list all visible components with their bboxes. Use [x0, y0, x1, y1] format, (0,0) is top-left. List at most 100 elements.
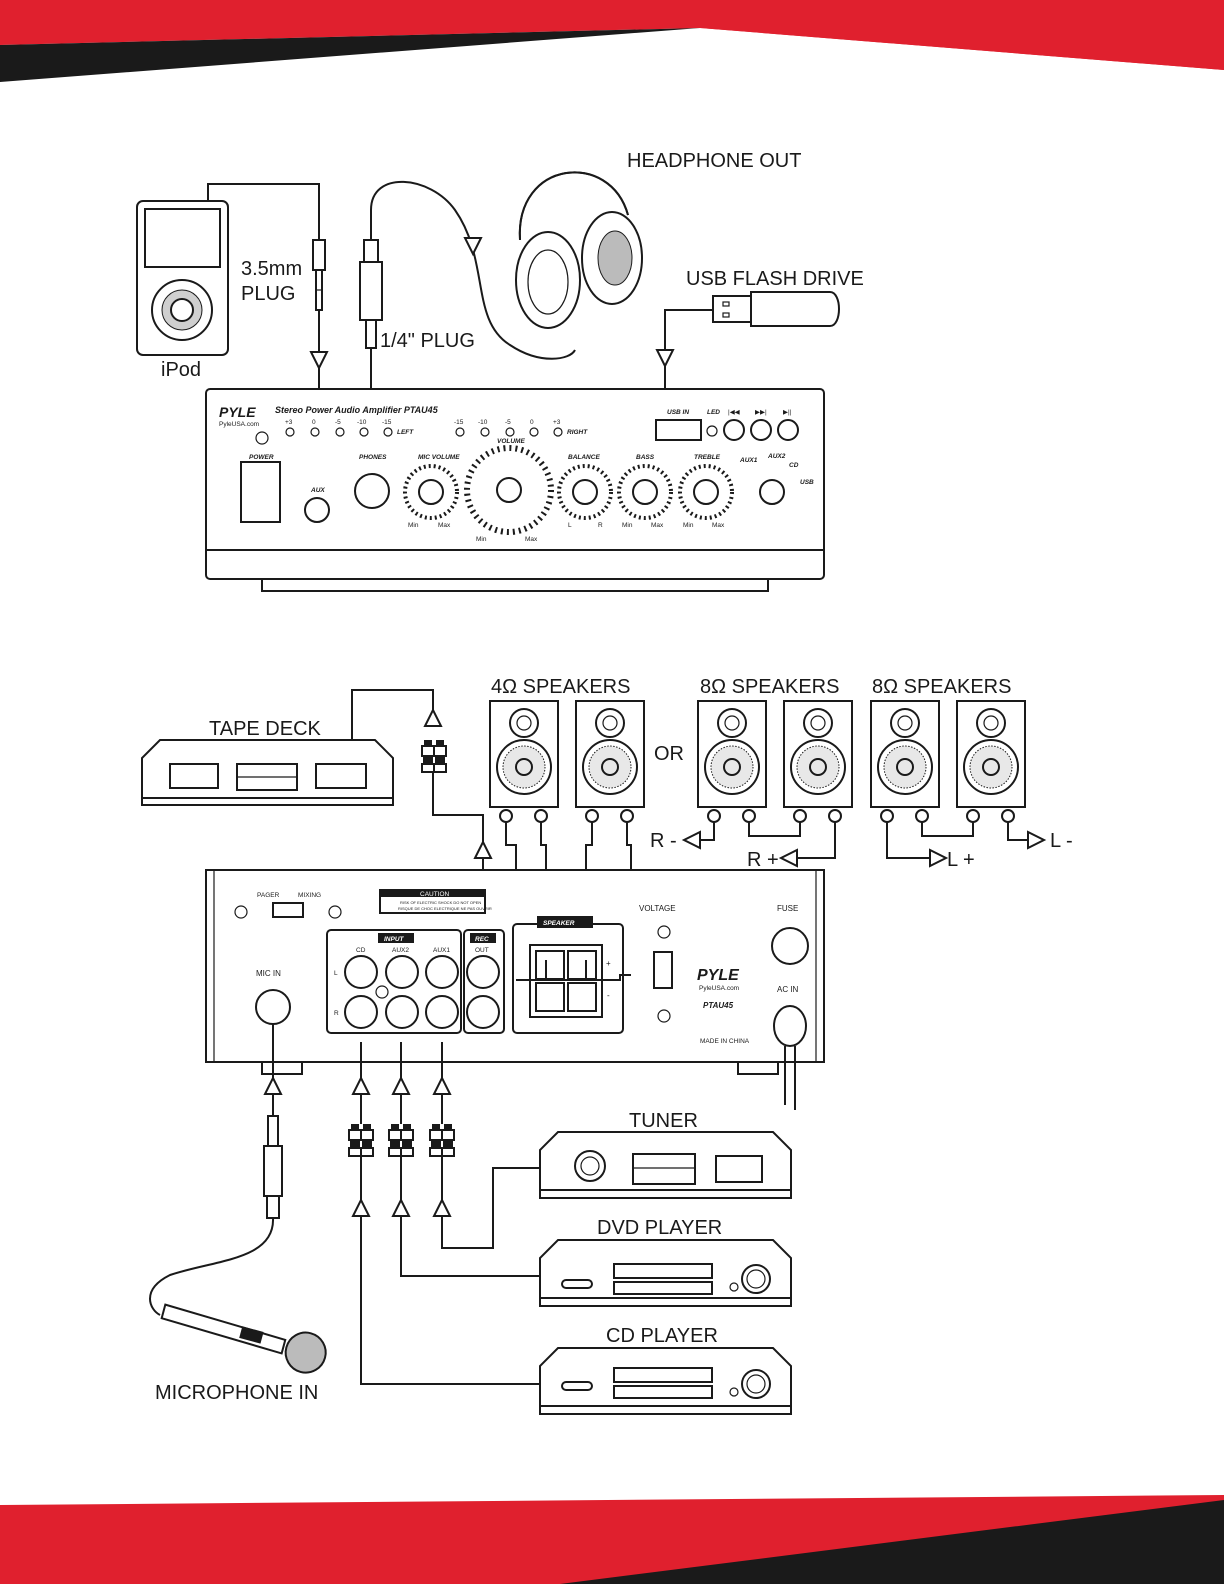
power-switch [240, 461, 281, 523]
front-aux: AUX [310, 487, 325, 494]
right-scale-2: -5 [505, 419, 511, 426]
left-scale-1: 0 [312, 419, 316, 426]
mic-plug [263, 1115, 283, 1219]
aux2-r-jack [385, 995, 419, 1029]
label-l-minus: L - [1050, 830, 1073, 852]
front-cd: CD [789, 462, 799, 469]
speaker-8ohm-1 [697, 700, 767, 808]
bass-min: Min [622, 522, 633, 529]
rear-mic-in: MIC IN [256, 969, 281, 978]
right-scale-4: +3 [553, 419, 561, 426]
speaker-8ohm-2 [783, 700, 853, 808]
label-usb-flash-drive: USB FLASH DRIVE [686, 268, 864, 290]
left-scale-2: -5 [335, 419, 341, 426]
rear-ac-in: AC IN [777, 985, 799, 994]
left-scale-0: +3 [285, 419, 293, 426]
label-tuner: TUNER [629, 1110, 698, 1132]
rear-voltage: VOLTAGE [639, 904, 676, 913]
front-usb-in: USB IN [667, 409, 689, 416]
left-scale-4: -15 [382, 419, 392, 426]
usb-flash-drive [712, 291, 840, 327]
headphones [515, 171, 643, 329]
pager-mixing-switch [272, 902, 304, 918]
label-ipod: iPod [161, 359, 201, 381]
front-phones: PHONES [359, 454, 387, 461]
right-level-meter: -15 -10 -5 0 +3 RIGHT [454, 419, 588, 437]
label-speakers-4ohm: 4Ω SPEAKERS [491, 676, 630, 698]
front-led: LED [707, 409, 720, 416]
front-brand: PYLE [219, 404, 256, 420]
arrow-tape-out [473, 839, 493, 859]
speaker-8ohm-4 [956, 700, 1026, 808]
arrow-tape-in [423, 707, 443, 727]
rear-caution: CAUTION [420, 891, 450, 898]
front-power: POWER [249, 454, 274, 461]
cd-player [539, 1347, 792, 1415]
prev-button [723, 419, 745, 441]
bal-r: R [598, 522, 603, 529]
front-usb: USB [800, 479, 814, 486]
rear-model: PTAU45 [703, 1001, 734, 1010]
rear-speaker: SPEAKER [543, 920, 575, 927]
next-button [750, 419, 772, 441]
label-quarter-plug: 1/4" PLUG [380, 330, 475, 352]
aux2-l-jack [385, 955, 419, 989]
front-bass: BASS [636, 454, 655, 461]
dvd-player [539, 1239, 792, 1307]
ipod-device [136, 200, 229, 356]
svg-text:▶▶|: ▶▶| [755, 409, 767, 416]
right-scale-3: 0 [530, 419, 534, 426]
front-mic-volume: MIC VOLUME [418, 454, 460, 461]
front-right: RIGHT [567, 429, 588, 436]
label-cd-player: CD PLAYER [606, 1325, 718, 1347]
label-dvd-player: DVD PLAYER [597, 1217, 722, 1239]
play-pause-button [777, 419, 799, 441]
left-level-meter: +3 0 -5 -10 -15 LEFT [285, 419, 414, 437]
rear-out: OUT [475, 947, 489, 954]
bottom-banner [0, 1495, 1224, 1584]
vol-max: Max [525, 536, 538, 543]
input-block [326, 929, 462, 1034]
phones-jack [354, 473, 390, 509]
speaker-terminals [499, 809, 1015, 823]
label-r-minus: R - [650, 830, 677, 852]
rec-out-r-jack [466, 995, 500, 1029]
aux1-r-jack [425, 995, 459, 1029]
rear-pager: PAGER [257, 892, 280, 899]
rear-minus: - [607, 991, 610, 1000]
treble-min: Min [683, 522, 694, 529]
fuse-holder [771, 927, 809, 965]
headphone-cable [370, 180, 576, 360]
label-or: OR [654, 743, 684, 765]
rear-caution-2: RISQUE DE CHOC ELECTRIQUE NE PAS OUVRIR [398, 906, 492, 911]
label-speakers-8ohm-a: 8Ω SPEAKERS [700, 676, 839, 698]
treble-max: Max [712, 522, 725, 529]
front-treble: TREBLE [694, 454, 721, 461]
front-site: PyleUSA.com [219, 421, 259, 428]
tape-deck [141, 739, 394, 806]
rear-plus: + [606, 959, 611, 968]
vol-min: Min [476, 536, 487, 543]
rec-block [463, 929, 505, 1034]
bass-knob [632, 479, 658, 505]
rec-out-l-jack [466, 955, 500, 989]
cd-l-jack [344, 955, 378, 989]
balance-knob [572, 479, 598, 505]
rear-aux1: AUX1 [433, 947, 450, 954]
mic-cable [149, 1217, 275, 1316]
rear-cd: CD [356, 947, 366, 954]
voltage-switch [653, 951, 673, 989]
arrow-aux [309, 351, 329, 371]
treble-knob [693, 479, 719, 505]
label-headphone-out: HEADPHONE OUT [627, 150, 801, 172]
rear-fuse: FUSE [777, 904, 798, 913]
plug-3-5mm [312, 239, 326, 311]
tuner [539, 1131, 792, 1199]
rear-mixing: MIXING [298, 892, 321, 899]
mic-volume-knob [418, 479, 444, 505]
label-35mm-line1: 3.5mm [241, 258, 302, 280]
front-balance: BALANCE [568, 454, 600, 461]
rear-input: INPUT [384, 936, 405, 943]
rear-aux2: AUX2 [392, 947, 409, 954]
left-scale-3: -10 [357, 419, 367, 426]
